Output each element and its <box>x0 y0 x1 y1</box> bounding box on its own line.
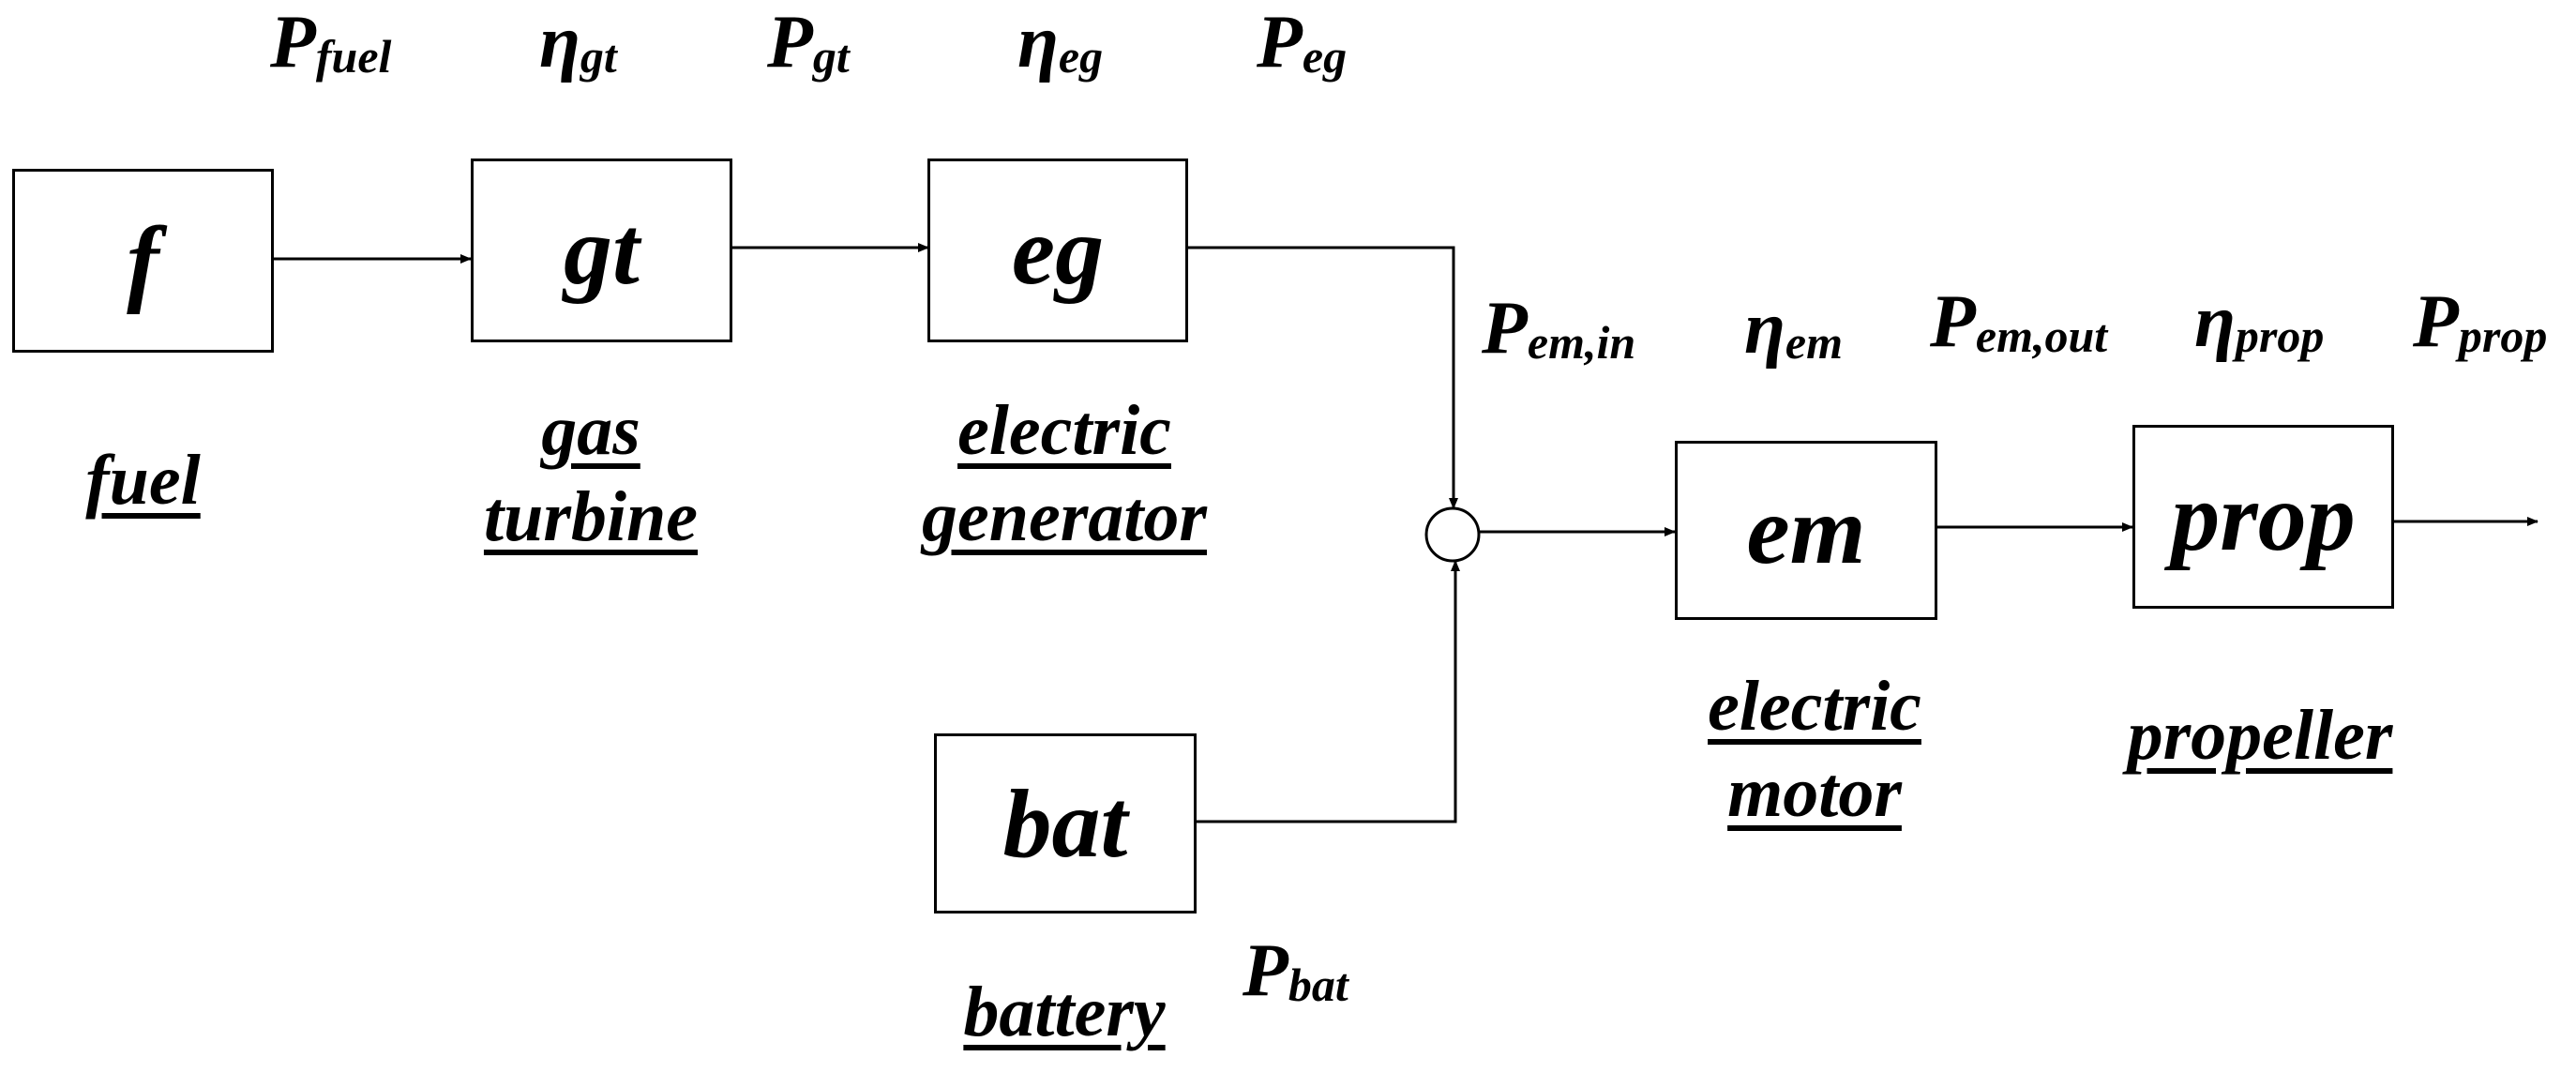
electric-motor-label: electric motor <box>1636 663 1993 836</box>
p-bat-symbol: Pbat <box>1243 929 1348 1014</box>
p-fuel-symbol: Pfuel <box>270 0 391 85</box>
p-prop-subscript: prop <box>2458 310 2548 362</box>
p-eg-symbol: Peg <box>1257 0 1347 85</box>
eta-prop-subscript: prop <box>2235 310 2325 362</box>
fuel-block: f <box>12 169 274 353</box>
propeller-block-symbol: prop <box>2171 462 2356 571</box>
line-eg-to-junction <box>1188 246 1458 509</box>
eta-gt-symbol: ηgt <box>539 0 617 85</box>
p-prop-symbol: Pprop <box>2413 279 2547 365</box>
electric-motor-label-line-1: electric <box>1708 667 1921 746</box>
p-em-in-subscript: em,in <box>1527 316 1636 369</box>
eta-eg-symbol: ηeg <box>1017 0 1103 85</box>
p-eg-base: P <box>1257 1 1303 83</box>
p-fuel-base: P <box>270 1 316 83</box>
battery-block: bat <box>934 733 1197 913</box>
eta-eg-base: η <box>1017 1 1059 83</box>
p-bat-base: P <box>1243 929 1288 1012</box>
battery-label: battery <box>900 969 1228 1055</box>
eta-em-symbol: ηem <box>1744 286 1843 371</box>
p-gt-symbol: Pgt <box>767 0 850 85</box>
propeller-block: prop <box>2132 425 2394 609</box>
eta-eg-subscript: eg <box>1058 30 1104 83</box>
p-em-out-symbol: Pem,out <box>1930 279 2107 365</box>
eta-em-base: η <box>1744 287 1785 370</box>
p-bat-subscript: bat <box>1288 959 1348 1011</box>
electric-generator-block-symbol: eg <box>1011 196 1105 305</box>
gas-turbine-label-line-2: turbine <box>483 477 699 556</box>
electric-motor-label-line-2: motor <box>1727 753 1902 832</box>
electric-motor-block-symbol: em <box>1746 476 1866 584</box>
p-fuel-subscript: fuel <box>315 30 392 83</box>
eta-gt-base: η <box>539 1 580 83</box>
p-em-out-subscript: em,out <box>1975 310 2108 362</box>
electric-generator-label: electric generator <box>853 387 1275 560</box>
p-prop-base: P <box>2413 280 2459 363</box>
electric-generator-label-line-2: generator <box>922 477 1207 556</box>
p-em-out-base: P <box>1930 280 1976 363</box>
fuel-label: fuel <box>0 437 286 523</box>
p-em-in-base: P <box>1482 287 1528 370</box>
eta-em-subscript: em <box>1785 316 1843 369</box>
p-eg-subscript: eg <box>1302 30 1348 83</box>
fuel-label-line-1: fuel <box>85 441 201 520</box>
battery-label-line-1: battery <box>963 973 1166 1051</box>
summing-junction <box>1424 506 1481 563</box>
p-gt-subscript: gt <box>812 30 850 83</box>
eta-prop-symbol: ηprop <box>2194 279 2324 365</box>
gas-turbine-label-line-1: gas <box>541 391 640 470</box>
electric-motor-block: em <box>1675 441 1937 620</box>
eta-prop-base: η <box>2194 280 2236 363</box>
electric-generator-block: eg <box>927 159 1188 342</box>
electric-generator-label-line-1: electric <box>957 391 1171 470</box>
gas-turbine-label: gas turbine <box>413 387 769 560</box>
line-battery-to-junction <box>1197 560 1460 823</box>
fuel-block-symbol: f <box>127 206 159 315</box>
battery-block-symbol: bat <box>1002 769 1128 878</box>
eta-gt-subscript: gt <box>580 30 617 83</box>
p-gt-base: P <box>767 1 813 83</box>
gas-turbine-block: gt <box>471 159 732 342</box>
propeller-label-line-1: propeller <box>2127 696 2393 775</box>
gas-turbine-block-symbol: gt <box>564 196 640 305</box>
propeller-label: propeller <box>2068 692 2452 778</box>
p-em-in-symbol: Pem,in <box>1482 286 1635 371</box>
